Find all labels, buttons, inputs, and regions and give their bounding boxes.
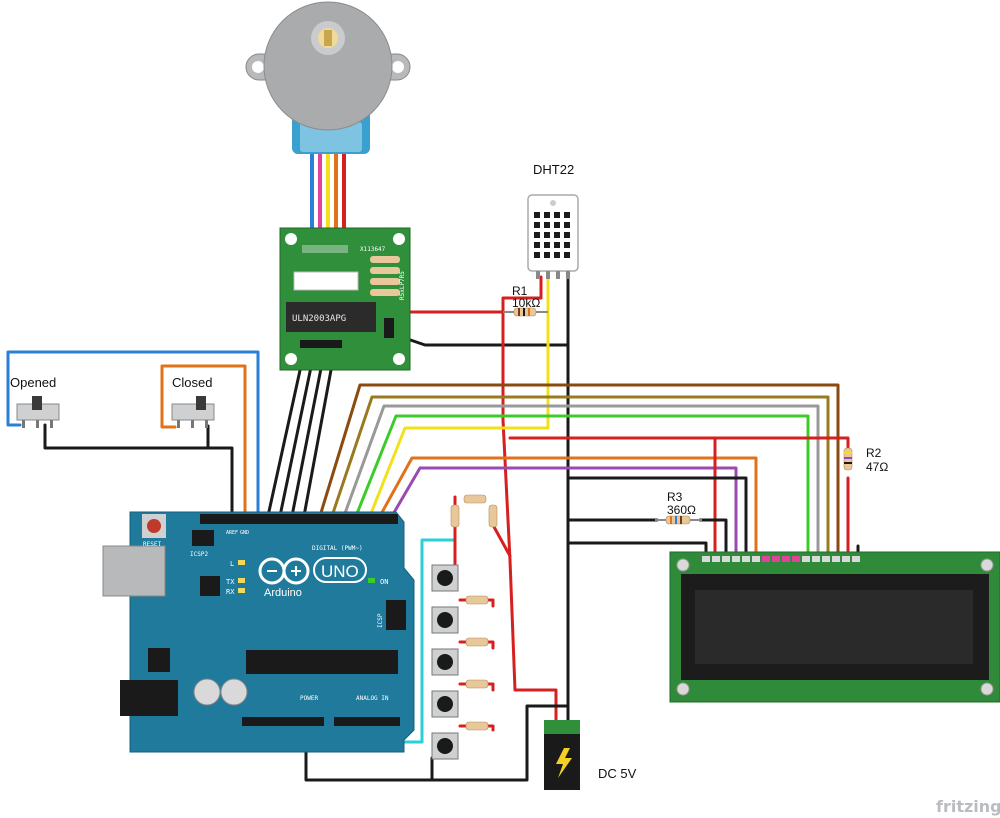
dht22-label: DHT22 (533, 162, 574, 177)
opened-label: Opened (10, 375, 56, 390)
pushbutton-icon (431, 690, 459, 718)
analog-header (334, 717, 400, 726)
wire-uln-in1 (266, 341, 308, 518)
uln-chip-label: ULN2003APG (292, 314, 346, 324)
usb-port (102, 545, 166, 597)
wire-brown-lcd (318, 383, 840, 560)
wire-uln-in3 (290, 341, 328, 518)
lcd-pins (702, 556, 860, 562)
wire-yellow-dht (368, 275, 550, 518)
slide-switch-icon (171, 403, 215, 421)
arduino-brand: Arduino (264, 587, 302, 599)
pushbutton-icon (431, 732, 459, 760)
r3-value: 360Ω (667, 503, 696, 517)
resistor-r2: R2 47Ω (843, 446, 888, 474)
analog-label: ANALOG IN (356, 695, 389, 702)
switch-closed: Closed (171, 375, 215, 428)
r2-value: 47Ω (866, 460, 888, 474)
stepper-motor-icon (245, 1, 411, 154)
lcd-16x2 (669, 551, 1000, 703)
wire-red-top2 (491, 523, 512, 558)
wire-orange-closed (160, 364, 247, 518)
led-l-label: L (230, 560, 234, 568)
power-label: POWER (300, 695, 318, 702)
aref-label: AREF (226, 530, 238, 536)
icsp-label: ICSP (377, 613, 384, 628)
wire-uln-gnd (388, 331, 570, 347)
wire-purple-lcd (390, 466, 738, 560)
lightning-icon (556, 748, 572, 778)
pushbutton-icon (431, 564, 459, 592)
wire-orange-lcd (378, 456, 758, 560)
arduino-uno-board: RESET ICSP2 AREF GND DIGITAL (PWM~) L TX… (102, 511, 415, 753)
reset-label: RESET (143, 541, 161, 548)
wire-olive-lcd (330, 395, 830, 560)
uln2003-driver-board: ULN2003APG X113647 R5xLP7R5 (279, 227, 411, 371)
wires (6, 148, 860, 782)
dht22-grille (534, 212, 570, 258)
closed-label: Closed (172, 375, 212, 390)
dht22-sensor: DHT22 (527, 162, 579, 279)
wire-black-switch-gnd (43, 423, 210, 450)
wire-black-lcd-3 (698, 518, 728, 560)
infinity-logo-icon (258, 557, 310, 585)
wire-red-main (501, 275, 558, 724)
fritzing-watermark: fritzing (936, 797, 1000, 816)
button-ladder-resistors (450, 494, 498, 731)
dc-power-jack: DC 5V (544, 720, 637, 790)
reset-button (147, 519, 161, 533)
wire-uln-in2 (278, 341, 318, 518)
icsp2-label: ICSP2 (190, 551, 208, 558)
r2-name: R2 (866, 446, 882, 460)
led-tx-label: TX (226, 578, 235, 586)
arduino-model: UNO (321, 562, 359, 581)
digital-header (200, 514, 398, 524)
led-rx-label: RX (226, 588, 235, 596)
barrel-jack (120, 680, 178, 716)
pushbutton-column (431, 564, 459, 760)
resistor-r3: R3 360Ω (655, 490, 702, 525)
pushbutton-icon (431, 648, 459, 676)
wire-black-switch-gnd2 (206, 446, 234, 518)
gnd-label: GND (240, 530, 249, 536)
led-on-label: ON (380, 578, 388, 586)
switch-opened: Opened (10, 375, 60, 428)
dc-label: DC 5V (598, 766, 637, 781)
digital-label: DIGITAL (PWM~) (312, 545, 363, 552)
r1-value: 10kΩ (512, 296, 540, 310)
wire-red-lcd-vdd (508, 436, 850, 452)
wire-black-to-jack (430, 704, 570, 782)
wire-blue-opened (6, 350, 260, 518)
uln-resistor-array (370, 256, 400, 296)
wire-uln-in4 (302, 341, 338, 518)
r1-name: R1 (512, 284, 528, 298)
uln-res-label: R5xLP7R5 (399, 271, 406, 300)
wire-green-lcd (354, 414, 810, 560)
wire-black-lcd-1 (566, 476, 748, 560)
power-header (242, 717, 324, 726)
uln-code-label: X113647 (360, 246, 386, 253)
pushbutton-icon (431, 606, 459, 634)
resistor-r1: R1 10kΩ (503, 284, 548, 317)
r3-name: R3 (667, 490, 683, 504)
wire-gray-lcd (342, 404, 820, 560)
uln-chip (286, 302, 376, 332)
